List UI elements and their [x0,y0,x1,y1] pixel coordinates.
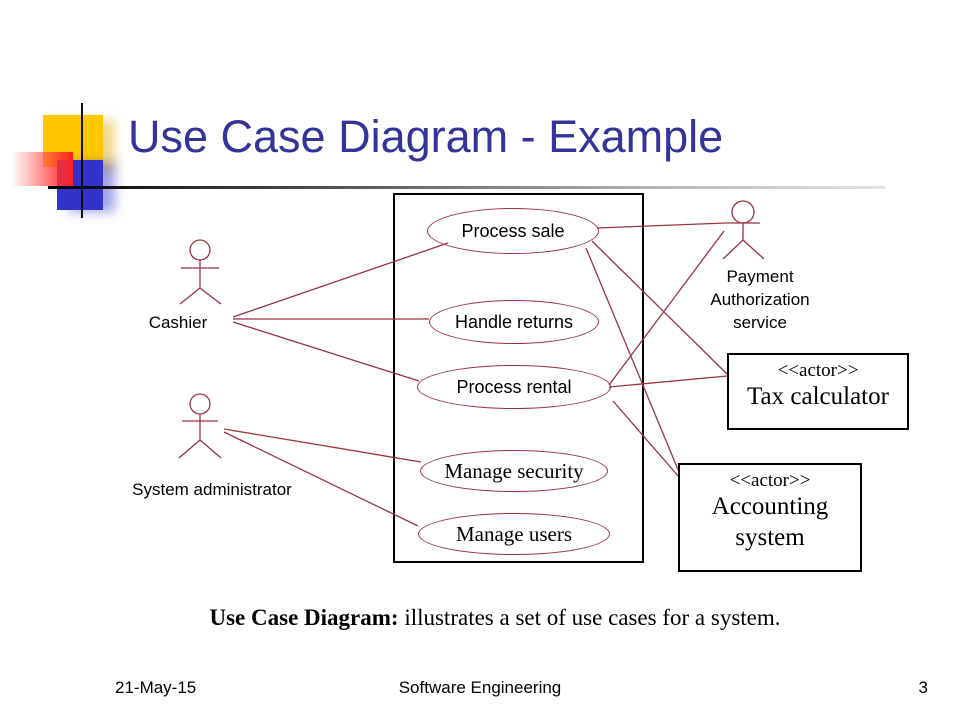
use-case-label: Process sale [461,220,565,241]
cashier-figure [179,239,222,305]
payment-authorization-figure [722,200,765,260]
slide-title: Use Case Diagram - Example [128,111,724,162]
deco-vertical-line [81,103,83,218]
assoc-sysadmin-manage-users [223,431,419,527]
title-underline-rule [48,186,885,189]
external-actor-accounting-system: <<actor>> Accounting system [678,463,862,572]
use-case-label: Manage security [444,458,584,483]
deco-red-gradient-square [13,152,73,186]
assoc-rental-tax [608,375,728,388]
assoc-rental-payment [608,230,725,386]
assoc-sysadmin-manage-security [223,428,422,463]
footer-date: 21-May-15 [115,678,197,697]
stereotype-label: <<actor>> [729,470,811,491]
stereotype-label: <<actor>> [777,360,859,381]
use-case-manage-security: Manage security [420,450,608,492]
actor-label-payment-authorization-service: Payment Authorization service [710,267,810,332]
external-actor-name: Tax calculator [747,383,889,410]
actor-label-cashier: Cashier [148,313,208,332]
use-case-label: Handle returns [454,311,574,332]
assoc-sale-tax [591,240,728,375]
use-case-label: Manage users [455,521,573,546]
system-administrator-figure [178,393,222,459]
slide-caption: Use Case Diagram: illustrates a set of u… [30,605,960,631]
caption-rest: illustrates a set of use cases for a sys… [398,605,781,630]
assoc-rental-accounting [612,400,680,478]
footer-page-number: 3 [918,678,928,697]
use-case-label: Process rental [456,376,572,397]
use-case-process-rental: Process rental [417,365,611,409]
use-case-manage-users: Manage users [418,513,610,555]
footer-title: Software Engineering [398,678,562,697]
assoc-sale-payment [596,222,727,229]
association-lines [223,222,728,527]
external-actor-tax-calculator: <<actor>> Tax calculator [727,353,909,430]
external-actor-name: Accounting system [711,493,829,551]
assoc-cashier-process-rental [232,321,420,382]
caption-lead: Use Case Diagram: [209,605,399,630]
use-case-process-sale: Process sale [427,208,599,254]
assoc-cashier-process-sale [232,242,449,318]
assoc-sale-accounting [585,247,680,473]
system-boundary-box [393,193,644,563]
actor-label-system-administrator: System administrator [132,480,292,499]
use-case-handle-returns: Handle returns [429,300,599,344]
